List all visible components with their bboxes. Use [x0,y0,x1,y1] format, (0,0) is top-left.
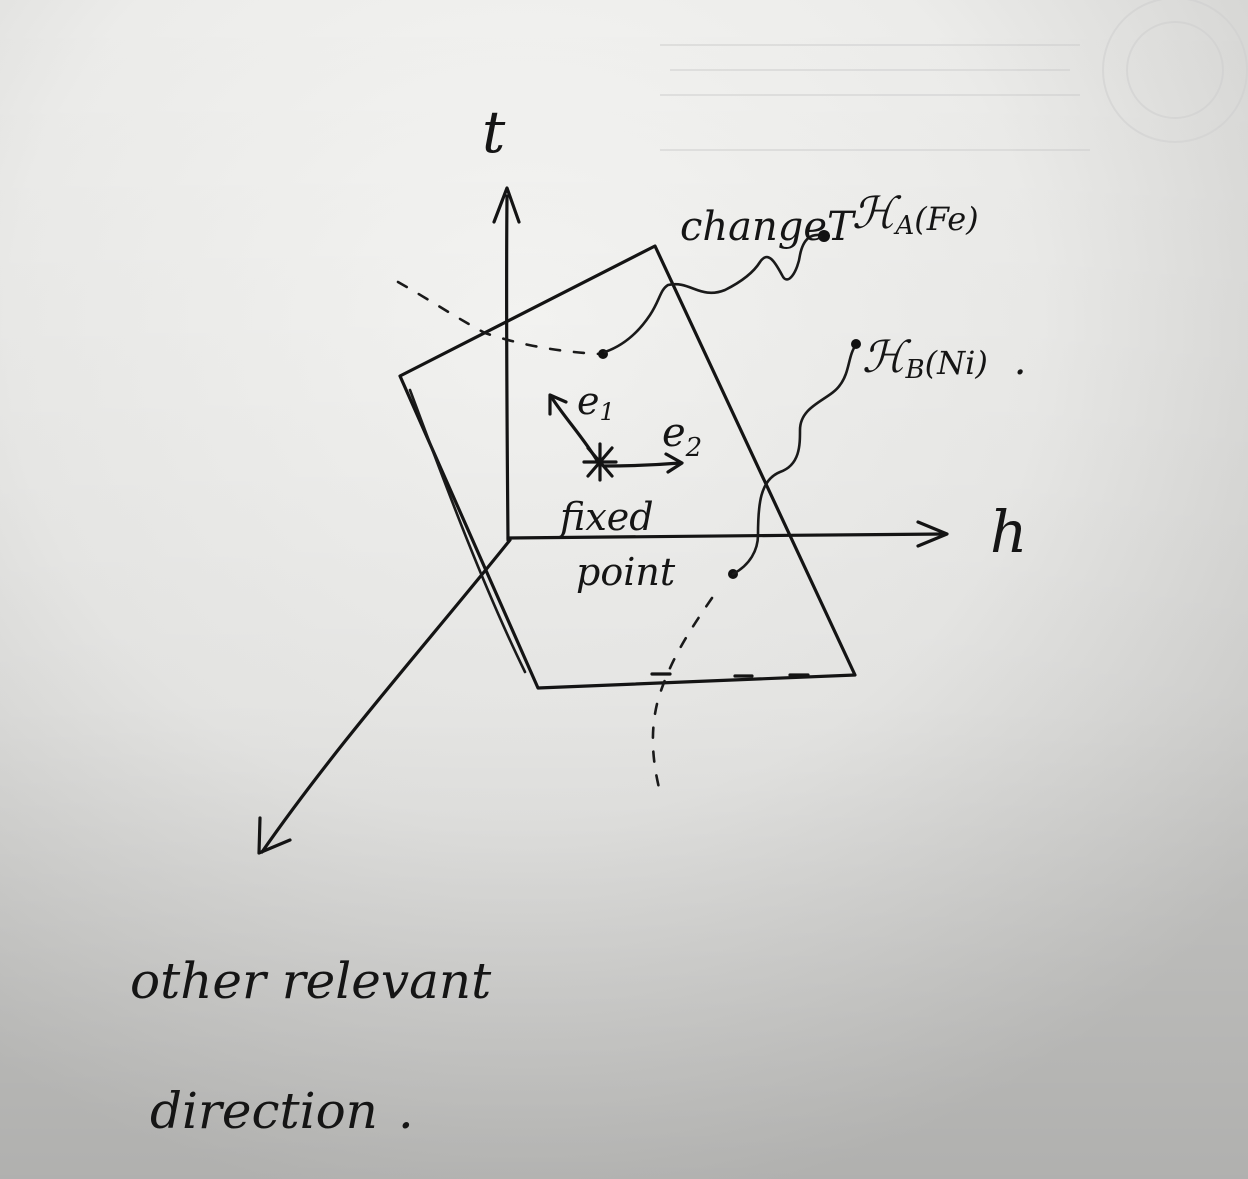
e1-vector [550,396,600,464]
tilted-plane [398,244,857,690]
e2-vector [602,461,682,468]
h-axis-arrowhead [916,520,949,548]
fixed-point-star [582,442,618,482]
hA-suffix: (Fe) [914,200,978,238]
e2-arrowhead [664,452,684,474]
hB-symbol: ℋ [862,332,912,383]
other-direction-label-line2: direction. [150,1082,414,1140]
h-axis [506,532,947,540]
other-direction-label-line1: other relevant [130,952,492,1010]
hB-subscript: B [904,355,924,385]
hB-suffix: (Ni) [925,344,988,382]
hB-label: ℋB(Ni). [862,332,1027,385]
fixed-point-label-line2: point [576,550,676,594]
e2-label: e2 [662,410,702,463]
other-direction-trailing-period: . [398,1082,414,1140]
hB-dashed-path [651,596,714,794]
e2-letter: e [662,410,686,456]
hB-trailing-period: . [1014,338,1027,384]
tilted-plane-left-edge-detail [408,388,527,674]
e1-label: e1 [577,379,615,426]
changeT-label: changeT [680,204,857,250]
watermark-seal [660,0,1248,151]
other-direction-word: direction [150,1082,378,1140]
t-axis-arrowhead [492,186,521,224]
other-direction-axis [260,538,512,854]
hA-dashed-path [396,280,602,356]
other-direction-arrowhead [257,816,292,855]
e1-subscript: 1 [600,398,615,426]
t-axis [504,194,510,542]
fixed-point-label-line1: fixed [557,495,654,539]
hA-subscript: A [893,211,914,241]
e2-subscript: 2 [685,433,703,463]
h-axis-label: h [990,498,1027,566]
e1-letter: e [577,379,600,423]
t-axis-label: t [482,98,506,166]
hA-symbol: ℋ [852,188,902,239]
hB-label-dot [851,339,861,349]
hB-wavy-curve [731,343,858,576]
hA-label: ℋA(Fe) [852,188,979,241]
bottom-edge-ticks [650,672,810,678]
e1-arrowhead [548,393,568,416]
hA-label-dot [818,230,830,242]
hA-wavy-curve [603,233,827,354]
